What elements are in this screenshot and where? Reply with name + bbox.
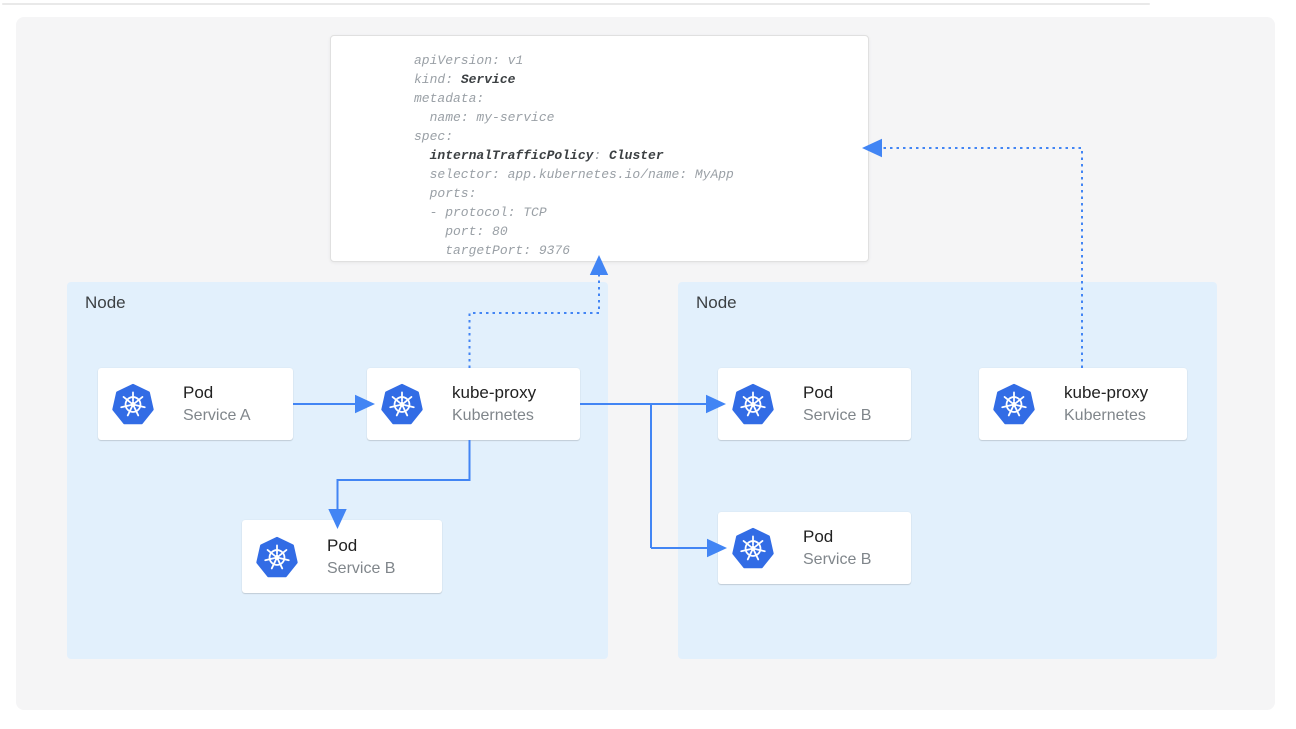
card-kube-proxy-left: kube-proxy Kubernetes (367, 368, 580, 440)
card-pod-service-b-right-top: Pod Service B (718, 368, 911, 440)
card-title: Pod (803, 383, 834, 402)
kubernetes-icon (732, 383, 774, 425)
card-subtitle: Kubernetes (1064, 407, 1146, 424)
yaml-line: name: my-service (414, 110, 555, 125)
node-label: Node (696, 293, 737, 312)
card-subtitle: Kubernetes (452, 407, 534, 424)
card-subtitle: Service B (803, 407, 872, 424)
kubernetes-icon (256, 536, 298, 578)
yaml-line: apiVersion: v1 (414, 53, 524, 68)
yaml-line: kind: Service (414, 72, 516, 87)
card-title: kube-proxy (452, 383, 537, 402)
yaml-line: targetPort: 9376 (414, 243, 571, 258)
card-subtitle: Service A (183, 407, 251, 424)
node-box-right: Node (678, 282, 1217, 659)
yaml-line: - protocol: TCP (414, 205, 547, 220)
yaml-line: metadata: (414, 91, 485, 106)
node-label: Node (85, 293, 126, 312)
card-subtitle: Service B (327, 559, 396, 577)
top-divider (2, 3, 1150, 5)
yaml-line-internal-traffic-policy: internalTrafficPolicy: Cluster (429, 148, 664, 163)
yaml-line: selector: app.kubernetes.io/name: MyApp (414, 167, 734, 182)
card-kube-proxy-right: kube-proxy Kubernetes (979, 368, 1187, 440)
card-pod-service-a: Pod Service A (98, 368, 293, 440)
card-title: Pod (327, 535, 358, 555)
card-pod-service-b-right-bottom: Pod Service B (718, 512, 911, 584)
card-title: kube-proxy (1064, 383, 1149, 402)
card-pod-service-b-left: Pod Service B (242, 520, 442, 593)
node-box-left: Node (67, 282, 608, 659)
yaml-line: spec: (414, 129, 454, 144)
kubernetes-icon (112, 383, 154, 425)
card-title: Pod (183, 383, 214, 402)
kubernetes-icon (993, 383, 1035, 425)
kubernetes-icon (732, 527, 774, 569)
service-yaml-card: apiVersion: v1 kind: Service metadata: n… (330, 35, 869, 262)
kubernetes-icon (381, 383, 423, 425)
card-subtitle: Service B (803, 551, 872, 568)
card-title: Pod (803, 527, 834, 546)
yaml-line: port: 80 (414, 224, 508, 239)
yaml-line: ports: (414, 186, 477, 201)
